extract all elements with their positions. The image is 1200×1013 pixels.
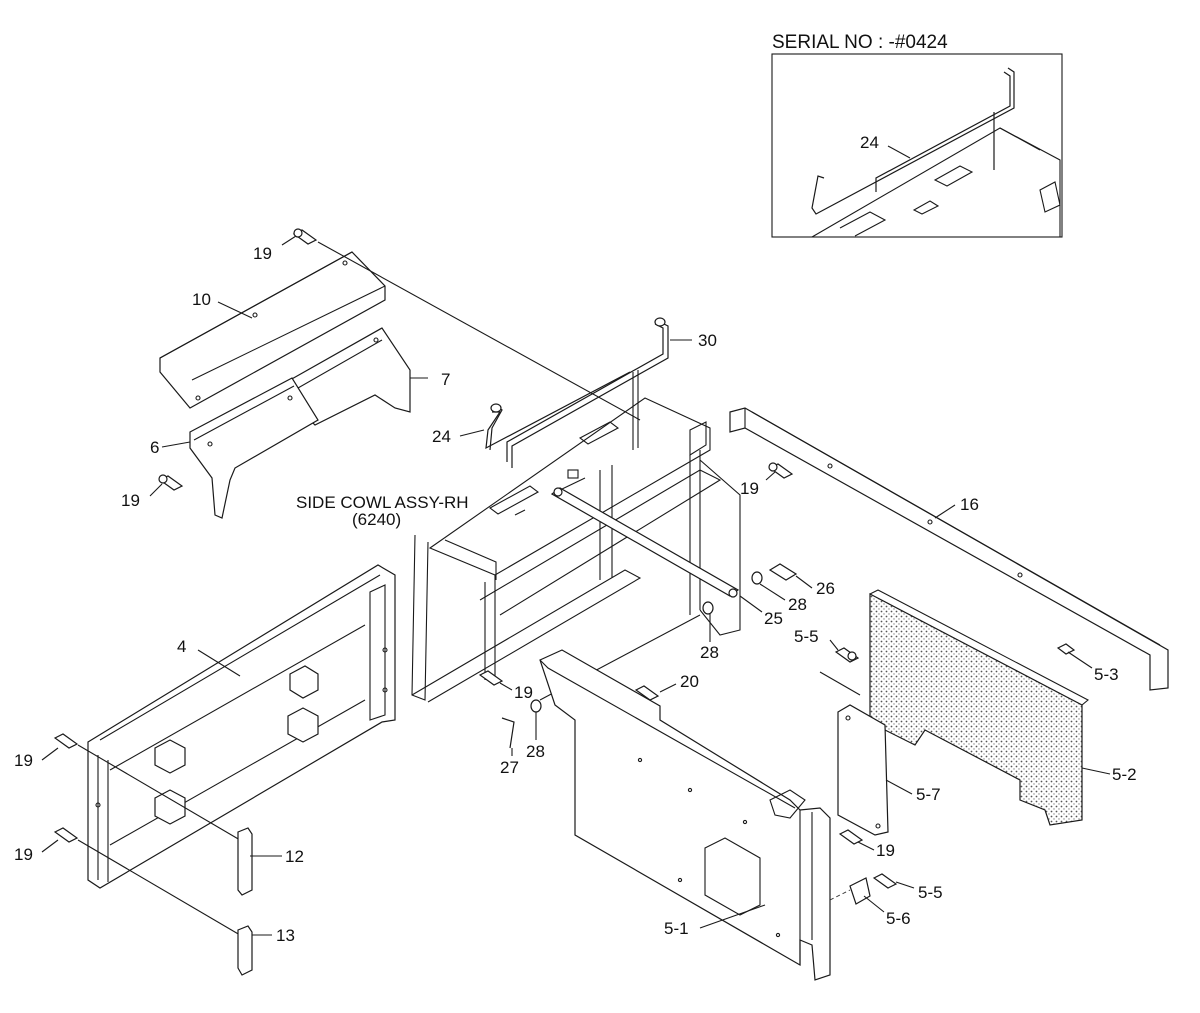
part-10-plate <box>159 251 386 409</box>
part-13-bracket <box>237 925 253 976</box>
callout-28-upper: 28 <box>788 595 807 614</box>
callout-19-panel-lower: 19 <box>14 845 33 864</box>
part-30-rod <box>506 317 669 468</box>
inset-callout-24: 24 <box>860 133 879 152</box>
callout-4: 4 <box>177 637 186 656</box>
bolt-5-5-head <box>847 651 857 661</box>
callout-28-mid: 28 <box>700 643 719 662</box>
callout-5-2: 5-2 <box>1112 765 1137 784</box>
main-frame <box>411 397 741 703</box>
part-24-rod <box>485 371 631 451</box>
callout-5-6: 5-6 <box>886 909 911 928</box>
bolt-19-panel-lower <box>53 827 79 843</box>
callout-19-lower-right: 19 <box>876 841 895 860</box>
leader-bolt-frame <box>317 241 641 421</box>
callout-5-5-upper: 5-5 <box>794 627 819 646</box>
washer-28-mid <box>702 601 714 615</box>
bolt-19-lower-right <box>838 829 864 845</box>
inset-bracket <box>1039 181 1061 213</box>
callout-19-left: 19 <box>121 491 140 510</box>
pin-27 <box>501 717 515 749</box>
callout-10: 10 <box>192 290 211 309</box>
callout-leaders <box>41 235 1111 936</box>
inset-rod-24-inner <box>875 71 1011 192</box>
inset-leader-24 <box>887 145 911 159</box>
callout-24: 24 <box>432 427 451 446</box>
fastener-5-3 <box>1056 643 1076 655</box>
inset-rod-24 <box>811 67 1015 215</box>
callout-6: 6 <box>150 438 159 457</box>
part-25-crossbar <box>550 487 740 598</box>
bolt-26 <box>768 563 798 581</box>
part-5-1-panel <box>539 649 831 981</box>
serial-inset: SERIAL NO : -#0424 24 <box>771 32 1063 238</box>
callout-27: 27 <box>500 758 519 777</box>
bolt-20 <box>634 685 660 701</box>
part-5-7-plate <box>837 704 889 836</box>
callout-30: 30 <box>698 331 717 350</box>
inset-frame <box>771 53 1063 238</box>
callout-5-1: 5-1 <box>664 919 689 938</box>
assy-name-label: SIDE COWL ASSY-RH <box>296 493 469 512</box>
assy-code-label: (6240) <box>352 510 401 529</box>
leader-12 <box>77 744 241 841</box>
inset-frame-detail <box>839 127 1041 237</box>
callout-7: 7 <box>441 370 450 389</box>
part-16-bar <box>729 407 1169 691</box>
callout-5-3: 5-3 <box>1094 665 1119 684</box>
part-4-panel <box>87 564 396 889</box>
callout-19-center: 19 <box>514 683 533 702</box>
part-5-6-clip <box>849 877 871 905</box>
bolt-19-upper <box>292 228 318 245</box>
callout-19-panel-upper: 19 <box>14 751 33 770</box>
callout-25: 25 <box>764 609 783 628</box>
callout-5-5-lower: 5-5 <box>918 883 943 902</box>
callout-12: 12 <box>285 847 304 866</box>
bolt-19-panel-upper <box>53 733 79 749</box>
part-6-bracket <box>189 377 319 519</box>
callout-28-lower: 28 <box>526 742 545 761</box>
serial-number-label: SERIAL NO : -#0424 <box>772 32 948 53</box>
dash-5-6 <box>829 889 851 901</box>
callouts: 19 10 7 6 19 30 24 19 16 26 28 25 28 5-5… <box>14 244 1137 945</box>
bolt-19-left <box>158 474 184 491</box>
bolt-19-head <box>768 462 778 472</box>
callout-16: 16 <box>960 495 979 514</box>
callout-5-7: 5-7 <box>916 785 941 804</box>
bolt-19-center <box>478 670 504 686</box>
inset-slots <box>912 165 974 215</box>
callout-20: 20 <box>680 672 699 691</box>
callout-19-frame: 19 <box>740 479 759 498</box>
callout-26: 26 <box>816 579 835 598</box>
inset-frame-part <box>811 127 1061 238</box>
callout-13: 13 <box>276 926 295 945</box>
part-5-2-foam <box>869 589 1089 826</box>
callout-19-top: 19 <box>253 244 272 263</box>
leader-5-5 <box>819 671 861 696</box>
part-12-bracket <box>237 827 253 896</box>
bolt-5-5-lower <box>872 873 898 889</box>
washer-28-upper <box>751 571 763 585</box>
leader-13 <box>77 839 241 936</box>
